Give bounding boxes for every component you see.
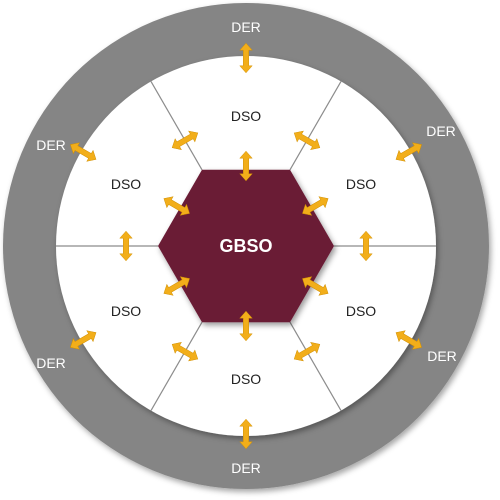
der-label-lower-left: DER	[36, 355, 66, 371]
segment-divider	[289, 321, 342, 411]
dso-label-bottom: DSO	[231, 371, 261, 387]
segment-divider	[289, 81, 342, 171]
dso-label-lower-right: DSO	[346, 303, 376, 319]
segment-dividers	[56, 81, 436, 411]
segment-divider	[150, 81, 203, 171]
der-label-bottom: DER	[231, 460, 261, 476]
gbso-hexagon	[158, 169, 334, 323]
labels: DER DER DER DER DER DER DSO DSO DSO DSO …	[36, 19, 457, 476]
der-label-lower-right: DER	[427, 348, 457, 364]
der-label-top: DER	[231, 19, 261, 35]
der-label-upper-right: DER	[426, 123, 456, 139]
dso-label-upper-right: DSO	[346, 176, 376, 192]
dso-label-upper-left: DSO	[111, 176, 141, 192]
center-hexagon	[158, 169, 334, 323]
gbso-label: GBSO	[219, 236, 272, 256]
dso-label-top: DSO	[231, 108, 261, 124]
der-label-upper-left: DER	[36, 137, 66, 153]
dso-label-lower-left: DSO	[111, 303, 141, 319]
segment-divider	[150, 321, 203, 411]
